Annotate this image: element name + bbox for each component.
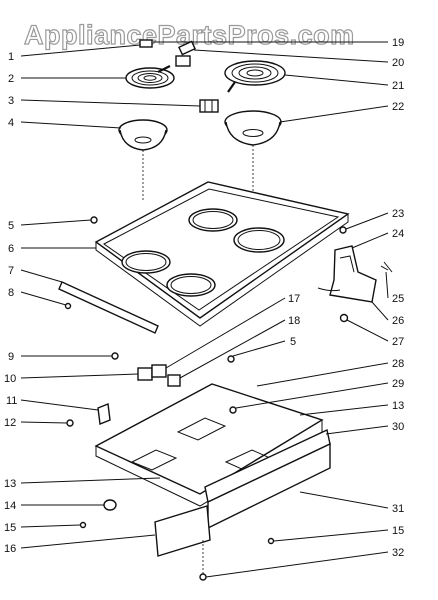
callout-21: 21	[392, 80, 404, 92]
screw	[90, 216, 98, 224]
bracket-assembly	[317, 245, 377, 303]
screw	[199, 540, 207, 581]
callout-29: 29	[392, 378, 404, 390]
callout-7: 7	[8, 265, 14, 277]
terminal-block-large	[175, 55, 191, 67]
element-clip	[139, 39, 153, 48]
callout-labels: 1 2 3 4 5 6 7 8 9 10 11 12 13 14 15 16 1…	[4, 37, 404, 559]
callout-32: 32	[392, 547, 404, 559]
callout-5: 5	[8, 220, 14, 232]
callout-16: 16	[4, 543, 16, 555]
callout-11: 11	[6, 395, 17, 407]
screw	[66, 419, 74, 427]
front-trim-left	[154, 505, 211, 557]
callout-9: 9	[8, 351, 14, 363]
drip-bowl-small	[118, 119, 168, 151]
callout-26: 26	[392, 315, 404, 327]
callout-25: 25	[392, 293, 404, 305]
callout-20: 20	[392, 57, 404, 69]
callout-15: 15	[4, 522, 16, 534]
screw	[267, 537, 275, 545]
callout-17: 17	[288, 293, 300, 305]
callout-5b: 5	[290, 336, 296, 348]
callout-19: 19	[392, 37, 404, 49]
element-clip-large	[178, 40, 196, 56]
trim-strip	[58, 281, 159, 334]
callout-1: 1	[8, 51, 14, 63]
callout-6: 6	[8, 243, 14, 255]
wire-clip	[380, 261, 393, 273]
switch-knob-b	[167, 374, 181, 387]
leader-lines	[20, 41, 389, 578]
callout-2: 2	[8, 73, 14, 85]
callout-3: 3	[8, 95, 14, 107]
drip-bowl-large	[224, 110, 282, 146]
watermark-logo: AppliancePartsPros.com	[24, 20, 355, 50]
screw	[64, 302, 72, 310]
cooktop-main-top	[94, 181, 350, 327]
callout-31: 31	[392, 503, 404, 515]
burner-box	[94, 383, 324, 507]
callout-22: 22	[392, 101, 404, 113]
callout-15b: 15	[392, 525, 404, 537]
surface-element-large	[224, 60, 286, 93]
callout-4: 4	[8, 117, 14, 129]
screw	[111, 352, 119, 360]
callout-13b: 13	[392, 400, 404, 412]
callout-13: 13	[4, 478, 16, 490]
screw	[339, 226, 347, 234]
callout-28: 28	[392, 358, 404, 370]
callout-30: 30	[392, 421, 404, 433]
callout-14: 14	[4, 500, 16, 512]
terminal-block-small	[199, 99, 219, 113]
screw	[79, 521, 87, 529]
callout-23: 23	[392, 208, 404, 220]
callout-12: 12	[4, 417, 16, 429]
hinge-bracket	[97, 403, 111, 425]
callout-27: 27	[392, 336, 404, 348]
callout-10: 10	[4, 373, 16, 385]
screw	[339, 313, 349, 323]
callout-8: 8	[8, 287, 14, 299]
callout-24: 24	[392, 228, 404, 240]
callout-18: 18	[288, 315, 300, 327]
surface-element-small	[125, 65, 175, 89]
switch-knob-a	[151, 364, 167, 378]
screw	[227, 355, 235, 363]
knob	[103, 499, 117, 511]
